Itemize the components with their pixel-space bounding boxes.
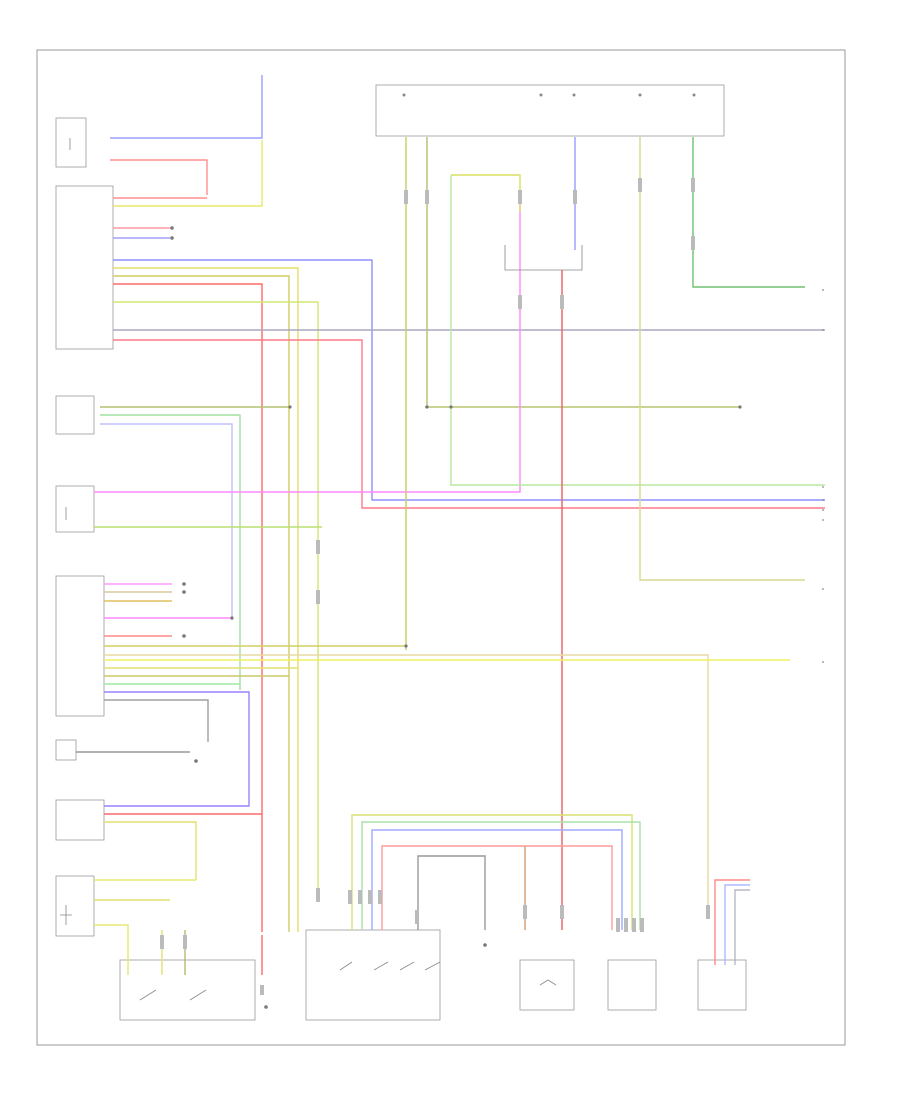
- neutral-switch-contacts: [139, 989, 207, 1001]
- wire-act-blue: [724, 884, 750, 965]
- combo-switch-contacts: [339, 961, 441, 971]
- wire-fuse-4: [639, 137, 805, 581]
- wire-act-red: [714, 879, 750, 965]
- stop-lamp-switch-box: [55, 485, 95, 533]
- relay-outline: [504, 245, 583, 271]
- switch-symbols: [60, 138, 583, 1001]
- wire-yellow-loop: [451, 174, 521, 212]
- wire-blue-top: [110, 75, 263, 139]
- wire-red-top: [110, 159, 208, 195]
- brake-actuator-box: [697, 959, 747, 1011]
- wires: [76, 75, 825, 975]
- wire-magenta: [94, 190, 521, 493]
- transmission-sensor-box: [55, 875, 95, 937]
- wire-red-trunk: [113, 283, 263, 932]
- neutral-switch-box: [119, 959, 256, 1021]
- combination-switch-box: [305, 929, 441, 1021]
- body-control-module-box: [55, 575, 105, 717]
- wire-bcm-7: [104, 654, 709, 905]
- connector-pins: [160, 178, 710, 995]
- cruise-switch-box: [55, 739, 77, 761]
- off-page-terminators: [822, 289, 824, 663]
- wire-fuse-5: [692, 137, 805, 288]
- brake-switch-box: [55, 395, 95, 435]
- wire-bundle-3: [371, 829, 623, 930]
- accelerator-pedal-sensor-box: [55, 117, 87, 168]
- wire-green-brake: [100, 414, 241, 690]
- wire-clutch-yellow: [104, 821, 197, 880]
- wire-bcm-purple-loop: [104, 691, 250, 807]
- fuse-box-terminals: [402, 93, 696, 97]
- wire-bundle-2: [361, 821, 641, 930]
- engine-control-module-box: [55, 185, 114, 350]
- wire-bundle-gray: [417, 855, 486, 930]
- transfer-control-box: [607, 959, 657, 1011]
- wire-lavender-brake: [100, 423, 233, 620]
- wire-bundle-1: [351, 814, 633, 930]
- wire-trans-3: [94, 924, 129, 975]
- diagram-frame: [36, 49, 846, 1046]
- clutch-switch-box: [55, 799, 105, 841]
- trans-sensor-symbol: [60, 905, 72, 925]
- fuse-box: [375, 84, 725, 137]
- wire-pink-long: [113, 339, 825, 509]
- wire-lime-trunk: [113, 301, 319, 890]
- horn-relay-box: [519, 959, 575, 1011]
- wire-blue-trunk: [113, 259, 825, 501]
- junction-dots: [170, 226, 742, 1009]
- wire-green-loop: [450, 175, 825, 486]
- wire-act-gray: [734, 889, 750, 965]
- wire-yellow-top: [113, 140, 263, 207]
- horn-relay-contact: [539, 979, 557, 986]
- wire-olive-trunk: [113, 275, 290, 932]
- wire-bundle-4: [381, 845, 613, 930]
- wire-yellow-trunk: [113, 267, 299, 932]
- wire-bcm-gray: [104, 699, 209, 742]
